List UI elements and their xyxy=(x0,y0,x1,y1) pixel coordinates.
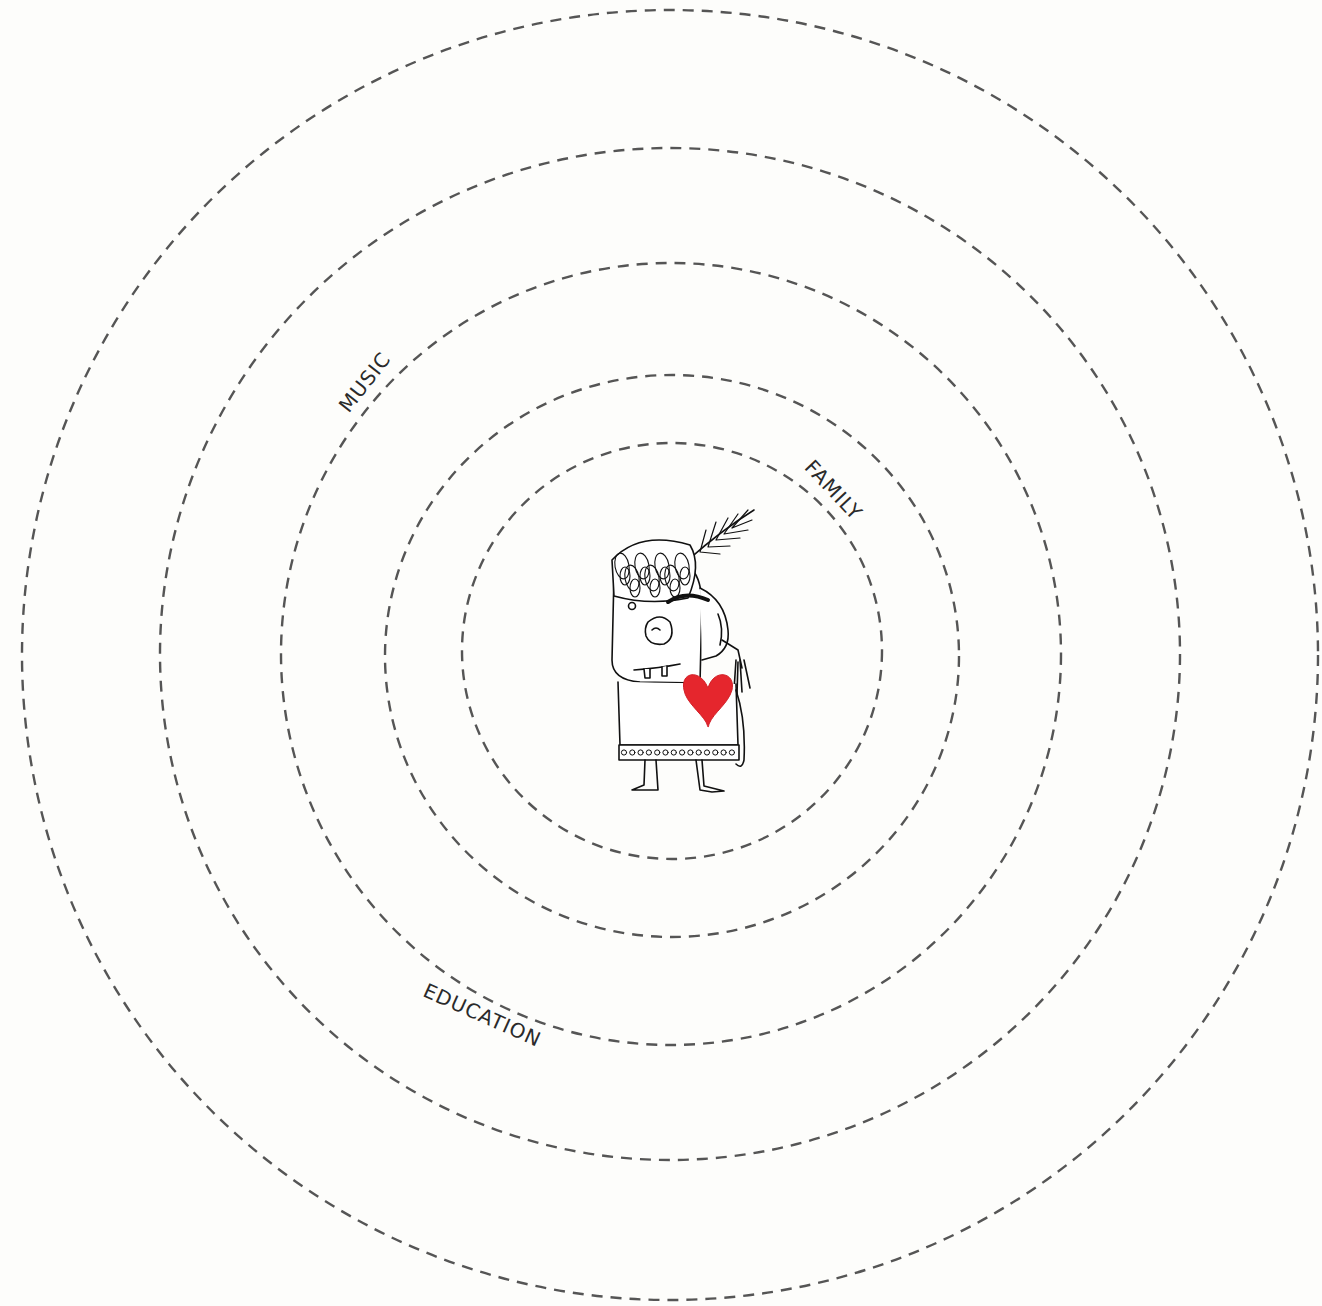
skirt-dot xyxy=(671,750,676,755)
ring xyxy=(462,443,882,859)
red-heart xyxy=(683,675,732,727)
skirt-dot xyxy=(646,750,651,755)
tassel-cord xyxy=(722,640,742,668)
skirt-dot xyxy=(696,750,701,755)
eyebrow xyxy=(668,595,708,602)
scribble-loop xyxy=(650,579,660,597)
character-figure xyxy=(612,510,754,792)
nostril xyxy=(652,628,660,630)
dashed-rings xyxy=(22,10,1318,1300)
skirt-dot xyxy=(713,750,718,755)
scribble-loop xyxy=(663,564,681,592)
ring xyxy=(385,375,959,937)
ring-label: MUSIC xyxy=(332,344,399,420)
skirt-dot xyxy=(680,750,685,755)
ring-label: FAMILY xyxy=(798,452,871,528)
feather-quill xyxy=(688,510,754,560)
skirt-dot xyxy=(655,750,660,755)
skirt-dot xyxy=(729,750,734,755)
scribble-loop xyxy=(673,552,691,580)
scribble-loop xyxy=(623,564,641,592)
leg xyxy=(632,760,658,790)
skirt-dot xyxy=(621,750,626,755)
mouth xyxy=(634,664,680,670)
scribble-loop xyxy=(643,564,661,592)
feather-barbs xyxy=(700,510,752,554)
scribble-loop xyxy=(630,579,640,597)
ear-inner xyxy=(718,614,722,645)
ring xyxy=(22,10,1318,1300)
hair xyxy=(612,540,696,602)
scribble-loop xyxy=(680,567,690,585)
scribble-loop xyxy=(670,579,680,597)
hair-scribble xyxy=(613,552,691,597)
nose xyxy=(645,617,672,644)
skirt-dot xyxy=(638,750,643,755)
ring xyxy=(160,148,1180,1160)
skirt-dot xyxy=(630,750,635,755)
leg xyxy=(696,760,724,792)
teeth xyxy=(644,666,667,678)
skirt-band xyxy=(619,745,739,760)
skirt-dot xyxy=(663,750,668,755)
eye xyxy=(629,603,636,610)
skirt-pattern xyxy=(621,750,734,755)
ring xyxy=(281,263,1061,1045)
skirt-dot xyxy=(721,750,726,755)
ring-label: EDUCATION xyxy=(416,977,549,1054)
skirt-dot xyxy=(704,750,709,755)
skirt-dot xyxy=(688,750,693,755)
